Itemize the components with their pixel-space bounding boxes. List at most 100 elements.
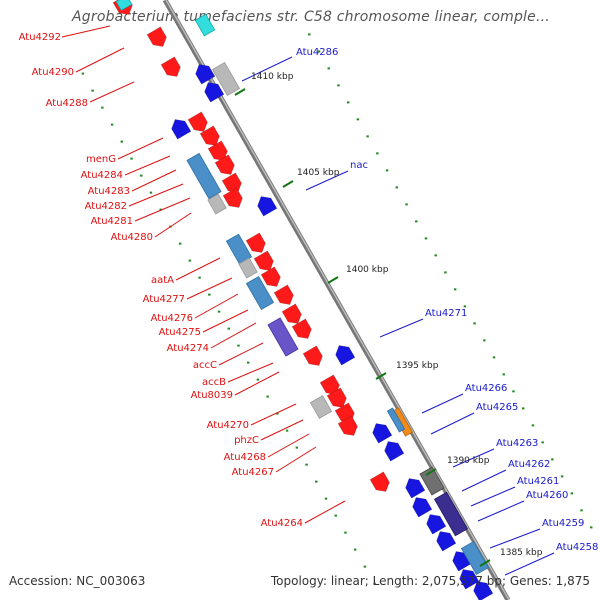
tick-dot: [140, 174, 143, 177]
gene-label-atu4288[interactable]: Atu4288: [46, 98, 88, 109]
reverse-gene-arrow[interactable]: [192, 61, 216, 85]
gene-label-atu4266[interactable]: Atu4266: [465, 383, 507, 394]
gene-label-atu4265[interactable]: Atu4265: [476, 402, 518, 413]
gene-label-atu4267-leader: [275, 446, 317, 473]
grey-feature[interactable]: [238, 257, 258, 279]
tick-dot: [266, 395, 269, 398]
tick-dot: [237, 344, 240, 347]
gene-label-atu4262-leader: [461, 469, 507, 492]
tick-dot: [208, 293, 211, 296]
forward-gene-arrow[interactable]: [187, 111, 210, 135]
forward-gene-arrow[interactable]: [214, 154, 237, 178]
gene-label-atu4271[interactable]: Atu4271: [425, 308, 467, 319]
gene-label-atu4260[interactable]: Atu4260: [526, 490, 568, 501]
gene-label-atu4262[interactable]: Atu4262: [508, 459, 550, 470]
gene-label-aata[interactable]: aatA: [151, 275, 174, 286]
forward-gene-arrow[interactable]: [260, 266, 283, 290]
gene-label-atu4263[interactable]: Atu4263: [496, 438, 538, 449]
forward-gene-arrow[interactable]: [253, 250, 276, 274]
steel-feature[interactable]: [186, 152, 222, 200]
gene-label-atu4282[interactable]: Atu4282: [85, 201, 127, 212]
tick-dot: [227, 327, 230, 330]
forward-gene-arrow[interactable]: [326, 387, 349, 411]
forward-gene-arrow[interactable]: [207, 140, 230, 164]
gene-label-atu8039[interactable]: Atu8039: [191, 390, 233, 401]
grey-feature[interactable]: [211, 61, 241, 97]
gene-label-atu4267[interactable]: Atu4267: [232, 467, 274, 478]
steel-feature[interactable]: [245, 275, 275, 311]
gene-label-atu4284[interactable]: Atu4284: [81, 170, 123, 181]
tick-dot: [276, 412, 279, 415]
forward-gene-arrow[interactable]: [281, 303, 304, 327]
forward-gene-arrow[interactable]: [146, 26, 169, 50]
steel-feature[interactable]: [460, 540, 490, 576]
gene-label-phzc[interactable]: phzC: [234, 435, 259, 446]
forward-gene-arrow[interactable]: [302, 345, 325, 369]
gene-label-atu4283-leader: [131, 169, 177, 192]
gene-label-atu4292[interactable]: Atu4292: [19, 32, 61, 43]
darkpurple-feature[interactable]: [433, 491, 469, 537]
gene-label-atu4276[interactable]: Atu4276: [151, 313, 193, 324]
gene-label-atu4281[interactable]: Atu4281: [91, 216, 133, 227]
reverse-gene-arrow[interactable]: [456, 566, 480, 590]
gene-label-atu4280[interactable]: Atu4280: [111, 232, 153, 243]
gene-label-nac[interactable]: nac: [350, 160, 368, 171]
grey-feature[interactable]: [207, 193, 227, 215]
accession-text: Accession: NC_003063: [9, 574, 146, 588]
tick-dot: [308, 33, 311, 36]
scale-label: 1410 kbp: [251, 72, 294, 82]
gene-label-atu4280-leader: [154, 212, 192, 238]
gene-label-atu4264[interactable]: Atu4264: [261, 518, 303, 529]
reverse-gene-arrow[interactable]: [201, 79, 225, 103]
forward-gene-arrow[interactable]: [369, 471, 392, 495]
cyan-feature[interactable]: [115, 0, 133, 11]
gene-label-atu4270[interactable]: Atu4270: [207, 420, 249, 431]
gene-label-atu4277[interactable]: Atu4277: [143, 294, 185, 305]
forward-gene-arrow[interactable]: [337, 415, 360, 439]
reverse-gene-arrow[interactable]: [369, 420, 393, 444]
gene-label-atu4275[interactable]: Atu4275: [159, 327, 201, 338]
tick-dot: [101, 106, 104, 109]
forward-gene-arrow[interactable]: [273, 284, 296, 308]
grey-feature[interactable]: [309, 395, 333, 419]
gene-label-atu4259[interactable]: Atu4259: [542, 518, 584, 529]
reverse-gene-arrow[interactable]: [402, 475, 426, 499]
gene-label-atu4258[interactable]: Atu4258: [556, 542, 598, 553]
gene-label-accc-leader: [218, 342, 264, 366]
gene-label-atu4261[interactable]: Atu4261: [517, 476, 559, 487]
gene-label-atu4290[interactable]: Atu4290: [32, 67, 74, 78]
cyan-feature[interactable]: [194, 13, 216, 37]
forward-gene-arrow[interactable]: [291, 318, 314, 342]
reverse-gene-arrow[interactable]: [409, 494, 433, 518]
scale-label: 1405 kbp: [297, 168, 340, 178]
tick-dot: [159, 208, 162, 211]
forward-gene-arrow[interactable]: [245, 232, 268, 256]
tick-dot: [366, 135, 369, 138]
forward-gene-arrow[interactable]: [222, 187, 245, 211]
gene-label-atu4261-leader: [470, 486, 516, 507]
gene-label-atu4286[interactable]: Atu4286: [296, 47, 338, 58]
reverse-gene-arrow[interactable]: [254, 193, 278, 217]
purple-feature[interactable]: [267, 317, 299, 357]
scale-label: 1385 kbp: [500, 548, 543, 558]
reverse-gene-arrow[interactable]: [423, 511, 447, 535]
gene-label-atu4268[interactable]: Atu4268: [224, 452, 266, 463]
gene-label-atu4265-leader: [430, 412, 475, 435]
gene-label-accb[interactable]: accB: [202, 377, 226, 388]
steel-feature[interactable]: [386, 407, 406, 433]
reverse-gene-arrow[interactable]: [433, 528, 457, 552]
gene-label-atu4274[interactable]: Atu4274: [167, 343, 209, 354]
reverse-gene-arrow[interactable]: [381, 438, 405, 462]
gene-label-meng[interactable]: menG: [86, 154, 116, 165]
tick-dot: [317, 50, 321, 53]
reverse-gene-arrow[interactable]: [168, 116, 192, 140]
gene-label-accc[interactable]: accC: [193, 360, 217, 371]
tick-dot: [130, 157, 133, 160]
forward-gene-arrow[interactable]: [199, 125, 222, 149]
forward-gene-arrow[interactable]: [160, 56, 183, 80]
tick-dot: [560, 475, 564, 478]
reverse-gene-arrow[interactable]: [332, 342, 356, 366]
gene-label-atu4283[interactable]: Atu4283: [88, 186, 130, 197]
tick-dot: [327, 67, 330, 70]
